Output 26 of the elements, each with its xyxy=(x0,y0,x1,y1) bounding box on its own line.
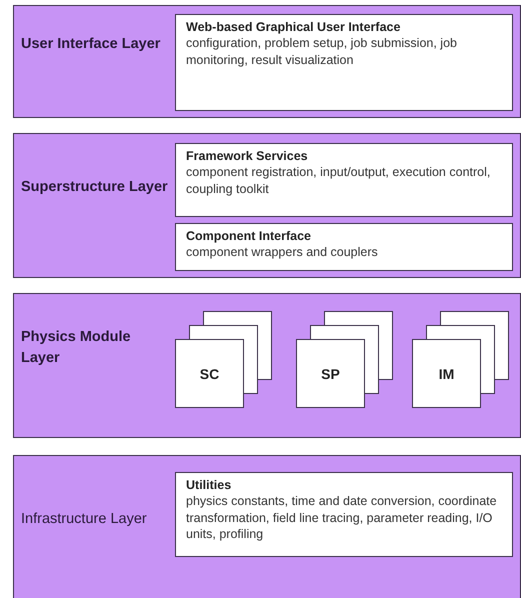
component-box xyxy=(175,143,513,217)
layer-band xyxy=(13,5,521,118)
component-box xyxy=(175,472,513,557)
layer-band xyxy=(13,293,521,438)
box-title: Component Interface xyxy=(186,228,312,244)
module-label: SC xyxy=(200,366,220,382)
layer-band xyxy=(13,455,521,598)
layer-band xyxy=(13,133,521,278)
module-label: SP xyxy=(321,366,340,382)
box-title: Web-based Graphical User Interface xyxy=(186,19,402,36)
layer-title: Superstructure Layer xyxy=(21,178,169,197)
layer-title: Infrastructure Layer xyxy=(21,510,148,529)
module-box xyxy=(412,339,481,408)
box-title: Utilities xyxy=(186,477,232,494)
component-box xyxy=(175,223,513,271)
component-box xyxy=(175,14,513,111)
box-title: Framework Services xyxy=(186,148,309,164)
module-label: IM xyxy=(438,366,454,382)
box-description: configuration, problem setup, job submission, job monitoring, result visualization xyxy=(186,35,458,68)
box-description: physics constants, time and date conversion, coordinate transformation, field line tracing, parameter reading, I/O units, profiling xyxy=(186,493,498,542)
layer-title: User Interface Layer xyxy=(21,35,162,54)
layer-title: Physics Module Layer xyxy=(21,328,132,368)
box-description: component wrappers and couplers xyxy=(186,244,379,260)
module-box xyxy=(296,339,365,408)
box-description: component registration, input/output, execution control, coupling toolkit xyxy=(186,164,492,197)
module-box xyxy=(175,339,244,408)
